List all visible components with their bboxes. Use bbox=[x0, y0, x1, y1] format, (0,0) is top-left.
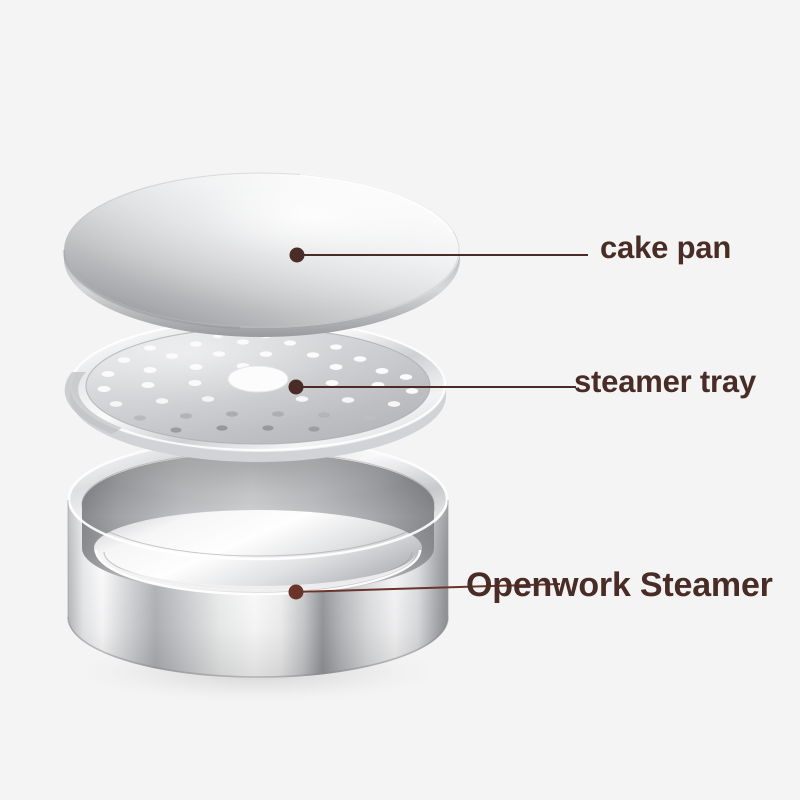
cake-pan-highlight-arc bbox=[299, 173, 454, 233]
cake-pan-lower-shade bbox=[62, 249, 241, 330]
leader-dot-cake-pan bbox=[289, 247, 305, 263]
tray-center-vent bbox=[228, 366, 288, 392]
callout-leaders bbox=[288, 247, 588, 600]
leader-line-openwork-steamer bbox=[295, 583, 561, 593]
steamer-see-through-gap bbox=[100, 552, 416, 592]
callout-label-cake-pan: cake pan bbox=[600, 230, 732, 265]
part-cake-pan bbox=[62, 172, 460, 337]
cake-pan-rim-line bbox=[64, 172, 460, 328]
steamer-bottom-edge bbox=[67, 616, 449, 678]
leader-dot-steamer-tray bbox=[288, 379, 304, 395]
steamer-inner-bottom-lip-line bbox=[94, 549, 422, 596]
tray-perforations bbox=[97, 333, 419, 433]
steamer-inner-bottom-lip bbox=[94, 510, 422, 594]
leader-dot-openwork-steamer bbox=[288, 584, 304, 600]
tray-rim-left-shadow bbox=[64, 372, 122, 434]
callout-label-steamer-tray: steamer tray bbox=[574, 364, 756, 399]
cake-pan-sheen bbox=[64, 172, 460, 328]
callout-label-openwork-steamer: Openwork Steamer bbox=[466, 566, 773, 604]
part-steamer-tray bbox=[64, 318, 447, 502]
